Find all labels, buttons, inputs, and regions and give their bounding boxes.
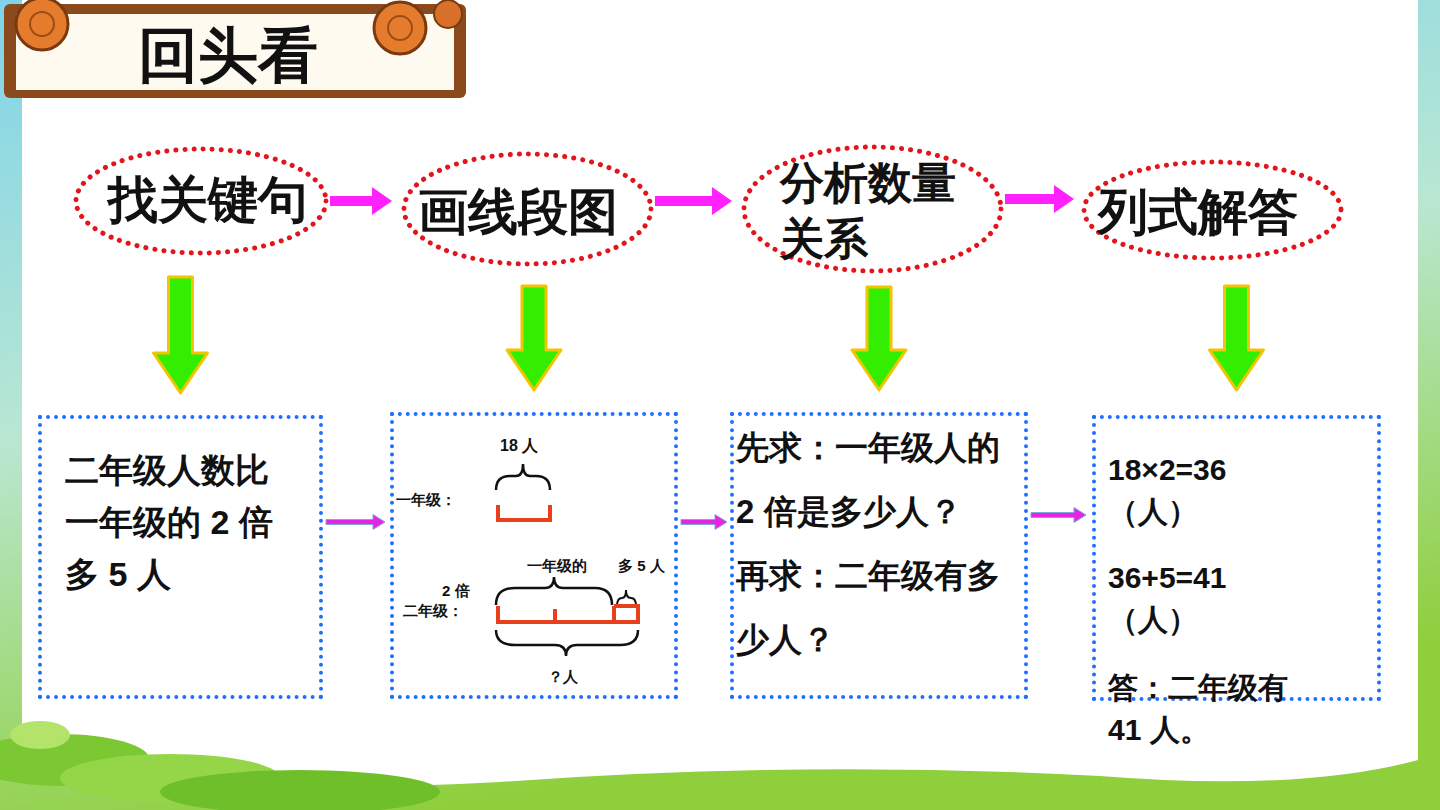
grade-two-segment — [498, 606, 638, 622]
step-box: 先求：一年级人的 2 倍是多少人？再求：二年级有多 少人？ — [730, 412, 1028, 699]
step-box: 18×2=36 （人）36+5=41 （人）答：二年级有 41 人。 — [1092, 415, 1381, 701]
node-text: 分析数量 关系 — [780, 155, 980, 267]
node-text: 多 5 人 — [618, 556, 665, 576]
node-text: 答：二年级有 41 人。 — [1108, 667, 1313, 751]
brace — [496, 630, 638, 656]
node-text: 找关键句 — [108, 170, 338, 230]
paper-panel — [22, 0, 1418, 787]
flow-arrow — [1031, 508, 1086, 523]
step-ellipse: 列式解答 — [1080, 158, 1345, 262]
node-text: 一年级： — [396, 490, 456, 510]
flow-arrow — [507, 286, 561, 390]
step-ellipse: 分析数量 关系 — [740, 143, 1005, 275]
flow-arrow — [852, 287, 906, 390]
step-box: 二年级人数比 一年级的 2 倍 多 5 人 — [38, 415, 323, 699]
grade-one-segment — [498, 505, 550, 520]
banner-ornament — [30, 12, 54, 36]
node-text: 二年级： — [403, 601, 463, 621]
node-text: 先求：一年级人的 2 倍是多少人？ — [736, 416, 1016, 544]
grass-decoration — [160, 770, 440, 810]
node-text: 二年级人数比 一年级的 2 倍 多 5 人 — [65, 444, 290, 600]
dotted-ellipse — [744, 147, 1001, 271]
node-text: 再求：二年级有多 少人？ — [736, 544, 1016, 672]
step-ellipse: 找关键句 — [72, 145, 330, 257]
banner-ornament — [388, 16, 412, 40]
slide-title: 回头看 — [138, 20, 318, 92]
flow-arrow — [681, 515, 727, 530]
title-banner — [4, 0, 466, 98]
segment-box: 18 人一年级： 一年级的 多 5 人 2 倍二年级： ？人 — [390, 412, 678, 699]
flow-arrow — [330, 187, 392, 215]
brace — [617, 590, 636, 606]
banner-ornament — [374, 2, 426, 54]
connector-group — [154, 185, 1264, 530]
node-text: 画线段图 — [418, 182, 658, 242]
banner-ornament — [16, 0, 68, 50]
segment-diagram — [496, 464, 638, 656]
node-text: 18 人 — [500, 436, 538, 456]
flow-arrow — [326, 515, 385, 530]
node-text: ？人 — [548, 667, 578, 687]
grass-decoration — [10, 721, 70, 749]
brace — [496, 464, 550, 490]
flow-arrow — [1005, 185, 1074, 213]
node-text: 列式解答 — [1098, 182, 1343, 242]
banner-ornament — [434, 0, 462, 28]
brace — [496, 577, 612, 605]
step-ellipse: 画线段图 — [400, 150, 655, 268]
node-text: 18×2=36 （人） — [1108, 449, 1313, 533]
flow-arrow — [655, 187, 732, 215]
flow-arrow — [1210, 286, 1264, 390]
segment-tick — [555, 606, 614, 622]
node-text: 36+5=41 （人） — [1108, 557, 1313, 641]
flow-arrow — [154, 277, 208, 393]
node-text: 一年级的 — [527, 556, 587, 576]
node-text: 2 倍 — [442, 581, 470, 601]
